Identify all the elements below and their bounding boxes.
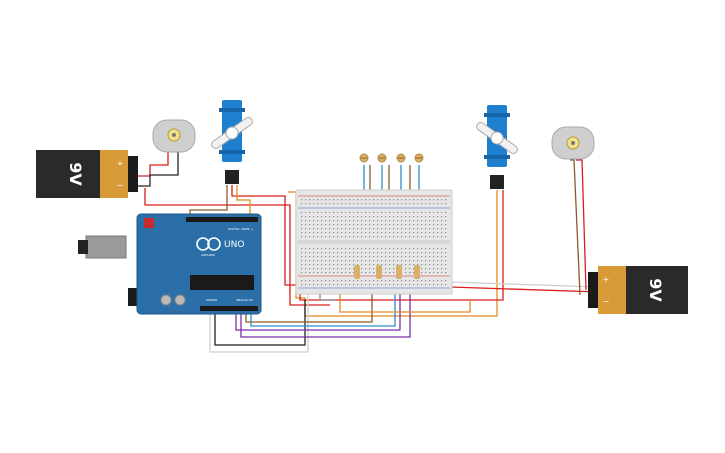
breadboard-holes (301, 199, 447, 286)
photoresistor-icon (359, 153, 369, 163)
resistors (354, 265, 420, 279)
motor-left-icon (152, 119, 196, 153)
battery-left: 9V + − (36, 150, 138, 198)
resistor (376, 265, 382, 279)
arduino-power-label: POWER (206, 298, 217, 302)
resistor (354, 265, 360, 279)
battery-right-minus: − (603, 297, 610, 306)
motor-right-icon (551, 126, 595, 160)
wire-left-red-to-rail (144, 188, 330, 306)
wire-red-to-right-battery (449, 286, 601, 293)
wire-purple-2 (240, 262, 411, 338)
wire-purple-1 (235, 262, 401, 331)
servo-right-icon (476, 105, 518, 189)
resistor (414, 265, 420, 279)
wire-battery-left-black (132, 150, 179, 187)
wire-right-motor-red (576, 159, 587, 291)
arduino-analog-label: ANALOG IN (236, 298, 253, 302)
wire-servo-left-brown (189, 185, 228, 218)
arduino-digital-label: DIGITAL (PWM~) (228, 227, 253, 231)
wire-white-to-right-battery (449, 281, 599, 288)
photoresistor-icon (396, 153, 406, 163)
battery-right-label: 9V (646, 278, 665, 302)
battery-left-label: 9V (66, 162, 85, 186)
resistor (396, 265, 402, 279)
photoresistors (359, 153, 424, 163)
battery-left-plus: + (117, 159, 124, 168)
wire-blue-a (250, 265, 396, 327)
battery-right-plus: + (603, 275, 610, 284)
arduino-logo-icon (196, 237, 221, 251)
battery-left-minus: − (117, 181, 124, 190)
servo-left-icon (211, 100, 253, 184)
photoresistor-icon (377, 153, 387, 163)
arduino-uno: UNO ARDUINO DIGITAL (PWM~) POWER ANALOG … (78, 213, 262, 315)
arduino-uno-label: UNO (224, 240, 244, 250)
usb-connector-icon (78, 235, 127, 259)
arduino-brand-label: ARDUINO (201, 253, 216, 257)
wire-servo-left-red (231, 185, 300, 286)
photoresistor-icon (414, 153, 424, 163)
wire-battery-left-red (132, 150, 169, 177)
wire-servo-left-orange (236, 185, 251, 218)
wire-right-motor-brown (570, 159, 581, 296)
wire-gray-bottom (319, 292, 335, 301)
battery-right: 9V + − (588, 266, 688, 314)
breadboard (295, 189, 453, 295)
wire-red-to-right-servo (299, 190, 504, 301)
